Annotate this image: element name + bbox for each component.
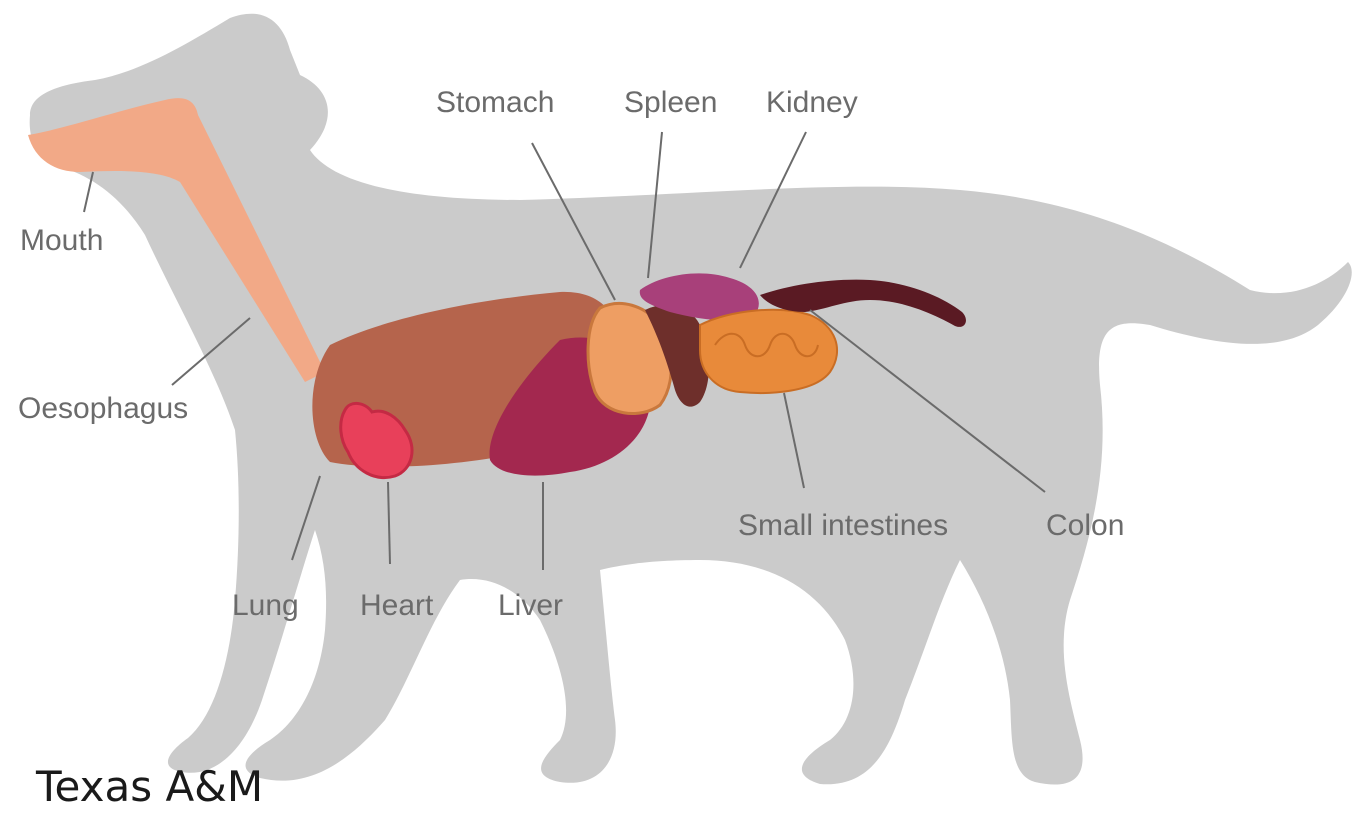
mouth-label: Mouth <box>20 224 103 257</box>
source-credit: Texas A&M <box>36 766 263 808</box>
small-intestines-label: Small intestines <box>738 509 948 542</box>
spleen-label: Spleen <box>624 86 717 119</box>
heart-label: Heart <box>360 589 434 622</box>
liver-label: Liver <box>498 589 563 622</box>
lung-label: Lung <box>232 589 299 622</box>
kidney-label: Kidney <box>766 86 858 119</box>
oesophagus-label: Oesophagus <box>18 392 188 425</box>
stomach-label: Stomach <box>436 86 554 119</box>
colon-label: Colon <box>1046 509 1124 542</box>
